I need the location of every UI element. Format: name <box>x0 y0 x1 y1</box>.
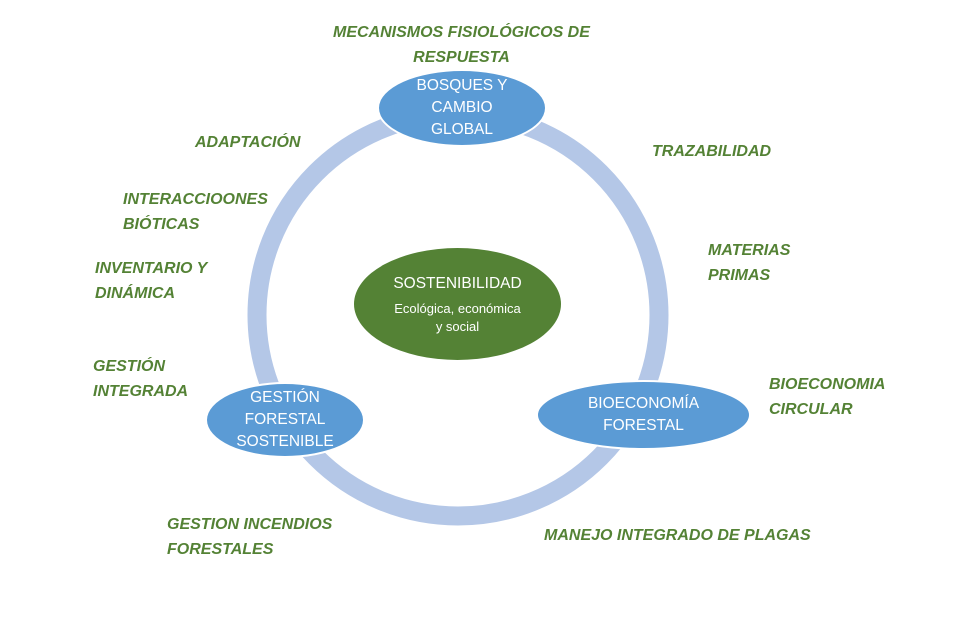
node-bosques-title: BOSQUES Y CAMBIO GLOBAL <box>416 77 508 138</box>
node-sostenibilidad-title: SOSTENIBILIDAD <box>393 274 522 292</box>
node-gestion-forestal-title: GESTIÓN FORESTAL SOSTENIBLE <box>236 389 334 450</box>
topic-trazabilidad: TRAZABILIDAD <box>652 143 772 160</box>
node-sostenibilidad-subtitle: Ecológica, económica y social <box>394 300 521 334</box>
topic-interacciones: INTERACCIOONES BIÓTICAS <box>123 191 268 233</box>
node-bosques-cambio-global: BOSQUES Y CAMBIO GLOBAL <box>377 69 547 147</box>
topic-bioeconomia-circular: BIOECONOMIA CIRCULAR <box>769 376 886 418</box>
topic-gestion-integrada: GESTIÓN INTEGRADA <box>93 358 189 400</box>
topic-manejo-plagas: MANEJO INTEGRADO DE PLAGAS <box>544 527 811 544</box>
topic-gestion-incendios: GESTION INCENDIOS FORESTALES <box>167 516 333 558</box>
topic-mecanismos: MECANISMOS FISIOLÓGICOS DE RESPUESTA <box>333 24 590 66</box>
node-gestion-forestal-sostenible: GESTIÓN FORESTAL SOSTENIBLE <box>205 382 365 458</box>
topic-inventario: INVENTARIO Y DINÁMICA <box>95 260 208 302</box>
node-bioeconomia-forestal-title: BIOECONOMÍA FORESTAL <box>587 395 700 434</box>
node-sostenibilidad: SOSTENIBILIDAD Ecológica, económica y so… <box>352 246 563 362</box>
topic-materias-primas: MATERIAS PRIMAS <box>708 242 791 284</box>
topic-adaptacion: ADAPTACIÓN <box>195 134 301 151</box>
node-bioeconomia-forestal: BIOECONOMÍA FORESTAL <box>536 380 751 450</box>
